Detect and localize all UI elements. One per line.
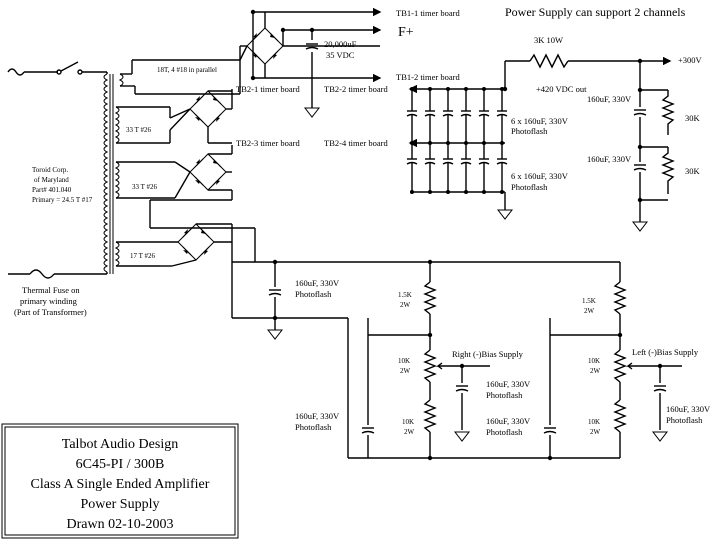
- secondary-windings: [114, 59, 240, 267]
- bank-ground: [497, 209, 513, 220]
- bias-cap-label-a: 160uF, 330V: [295, 278, 340, 288]
- title-block: Talbot Audio Design 6C45-PI / 300B Class…: [1, 423, 239, 539]
- bank-capacitor-column: [424, 87, 436, 194]
- xfmr-label-3: Part# 401.040: [32, 186, 72, 194]
- fil-cap-label-1: 20,000uF: [324, 39, 357, 49]
- c300-label: 160uF, 330V: [587, 94, 632, 104]
- bank2-label-a: 6 x 160uF, 330V: [511, 171, 569, 181]
- l10kb-label: 10K: [588, 418, 600, 426]
- xfmr-label-4: Primary = 24.5 T #17: [32, 196, 93, 204]
- c300b-label: 160uF, 330V: [587, 154, 632, 164]
- bank-capacitor-column: [478, 87, 490, 194]
- bias-cap2-label-b: Photoflash: [295, 422, 332, 432]
- title-line-3: Class A Single Ended Amplifier: [31, 477, 210, 492]
- bias-cap-main: [268, 289, 282, 296]
- v420-label: +420 VDC out: [536, 84, 587, 94]
- title-line-1: Talbot Audio Design: [62, 437, 178, 452]
- b-plus-wiring: [502, 53, 675, 222]
- fuse-label-3: (Part of Transformer): [14, 307, 87, 317]
- lcap-label-b: Photoflash: [666, 415, 703, 425]
- hv-bridge-2: [189, 153, 227, 191]
- title-line-4: Power Supply: [81, 497, 160, 512]
- hv-bridge-1: [189, 90, 227, 128]
- l10k-w-label: 2W: [590, 367, 601, 375]
- sec4-label: 17 T #26: [130, 252, 156, 260]
- r10k-w-label: 2W: [400, 367, 411, 375]
- right-bias-label: Right (-)Bias Supply: [452, 349, 524, 359]
- l15k-label: 1.5K: [582, 297, 596, 305]
- r30k-label: 30K: [685, 113, 701, 123]
- ground-symbol: [304, 107, 320, 118]
- fplus-label: F+: [398, 25, 414, 40]
- right-bias-ground: [454, 431, 470, 442]
- r15k-label: 1.5K: [398, 291, 412, 299]
- res-3k-label: 3K 10W: [534, 35, 563, 45]
- rcap2-label-a: 160uF, 330V: [486, 416, 531, 426]
- v300-label: +300V: [678, 55, 703, 65]
- bias-bridge: [177, 223, 215, 261]
- bank-capacitor-column: [460, 87, 472, 194]
- r10kb-label: 10K: [402, 418, 414, 426]
- capacitor-bank: [406, 87, 508, 194]
- primary-switch: [7, 61, 108, 76]
- bank1-label-b: Photoflash: [511, 126, 548, 136]
- title-line-5: Drawn 02-10-2003: [67, 517, 174, 532]
- bank2-label-b: Photoflash: [511, 182, 548, 192]
- rcap-label-a: 160uF, 330V: [486, 379, 531, 389]
- sec3-label: 33 T #26: [132, 183, 158, 191]
- b-plus-cap-1: [633, 109, 647, 116]
- right-bias-cap-out: [455, 385, 469, 392]
- rcap2-label-b: Photoflash: [486, 427, 523, 437]
- tb1-1-label: TB1-1 timer board: [396, 8, 460, 18]
- bank-capacitor-column: [406, 87, 418, 194]
- xfmr-label-2: of Maryland: [34, 176, 69, 184]
- l10k-label: 10K: [588, 357, 600, 365]
- left-bias-cap-low: [543, 427, 557, 434]
- tb1-2-label: TB1-2 timer board: [396, 72, 460, 82]
- fuse-label-1: Thermal Fuse on: [22, 285, 80, 295]
- tb2-3-label: TB2-3 timer board: [236, 138, 300, 148]
- fuse-label-2: primary winding: [20, 296, 78, 306]
- tb2-1-label: TB2-1 timer board: [236, 84, 300, 94]
- bias-cap-label-b: Photoflash: [295, 289, 332, 299]
- title-line-2: 6C45-PI / 300B: [76, 457, 165, 472]
- r10kb-w-label: 2W: [404, 428, 415, 436]
- sec1-label: 18T, 4 #18 in parallel: [157, 66, 217, 74]
- tb2-2-label: TB2-2 timer board: [324, 84, 388, 94]
- rcap-label-b: Photoflash: [486, 390, 523, 400]
- sec2-label: 33 T #26: [126, 126, 152, 134]
- filament-wiring: [239, 7, 382, 108]
- left-bias-label: Left (-)Bias Supply: [632, 347, 699, 357]
- transformer: [103, 73, 114, 274]
- bias-ground: [267, 329, 283, 340]
- right-bias-cap-low: [361, 427, 375, 434]
- l15k-w-label: 2W: [584, 307, 595, 315]
- bias-wiring: [160, 223, 682, 461]
- b-plus-cap-2: [633, 164, 647, 171]
- b-plus-ground: [632, 221, 648, 232]
- bias-cap2-label-a: 160uF, 330V: [295, 411, 340, 421]
- left-bias-cap-out: [653, 385, 667, 392]
- left-bias-ground: [652, 431, 668, 442]
- hv-wiring: [149, 84, 505, 262]
- bank-capacitor-column: [442, 87, 454, 194]
- r30kb-label: 30K: [685, 166, 701, 176]
- xfmr-label-1: Toroid Corp.: [32, 166, 68, 174]
- lcap-label-a: 160uF, 330V: [666, 404, 711, 414]
- tb2-4-label: TB2-4 timer board: [324, 138, 388, 148]
- fil-cap-label-2: 35 VDC: [326, 50, 355, 60]
- thermal-fuse: [8, 269, 107, 279]
- l10kb-w-label: 2W: [590, 428, 601, 436]
- header-note: Power Supply can support 2 channels: [505, 5, 686, 19]
- bank1-label-a: 6 x 160uF, 330V: [511, 116, 569, 126]
- bank-capacitor-column: [496, 87, 508, 194]
- r10k-label: 10K: [398, 357, 410, 365]
- r15k-w-label: 2W: [400, 301, 411, 309]
